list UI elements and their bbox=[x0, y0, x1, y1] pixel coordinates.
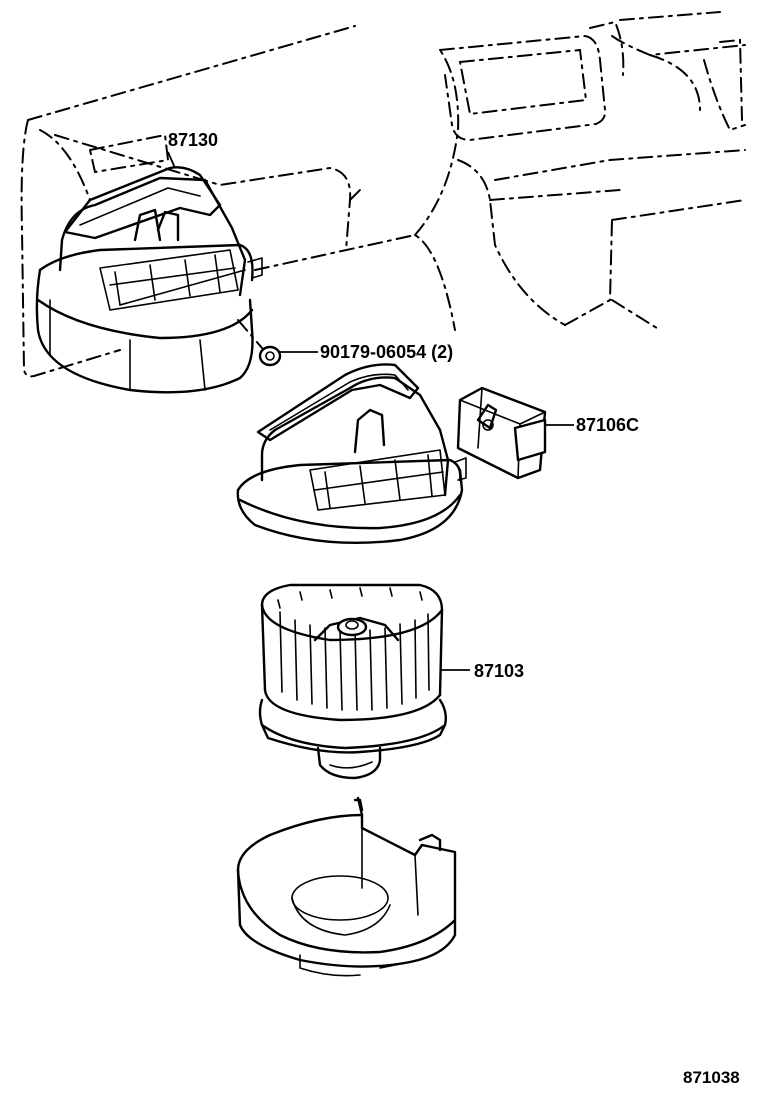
blower-motor-part bbox=[258, 583, 470, 780]
label-blower-case: 87130 bbox=[168, 130, 218, 150]
bottom-housing-part bbox=[236, 796, 457, 977]
blower-case-installed bbox=[35, 166, 263, 394]
diagram-code: 871038 bbox=[683, 1068, 740, 1087]
label-nut: 90179-06054 (2) bbox=[320, 342, 453, 362]
nut-part bbox=[237, 319, 282, 367]
leader-87130 bbox=[167, 151, 176, 169]
dashboard-phantom-outline bbox=[20, 11, 746, 378]
resistor-part bbox=[456, 386, 574, 480]
blower-case-exploded bbox=[236, 363, 467, 545]
label-resistor: 87106C bbox=[576, 415, 639, 435]
label-blower-motor: 87103 bbox=[474, 661, 524, 681]
